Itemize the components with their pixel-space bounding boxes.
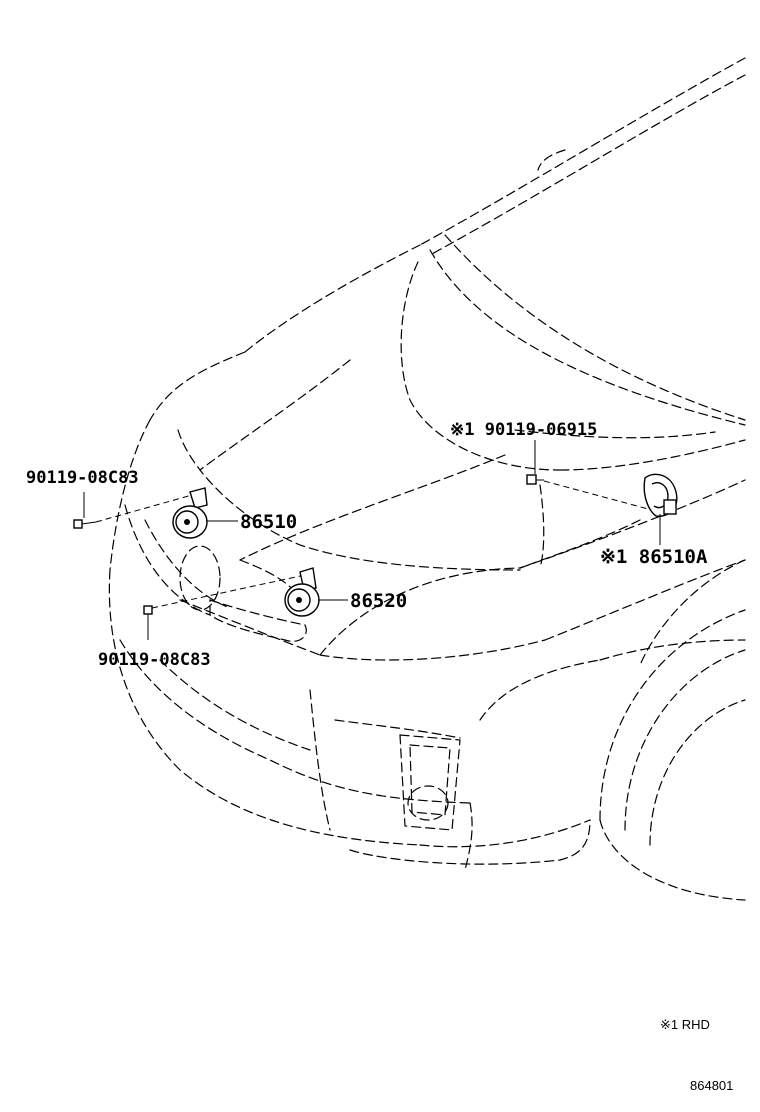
horn-high-tone	[172, 487, 238, 539]
bolt-rhd	[526, 440, 653, 511]
callouts: 90119-08C83 86510 86520 90119-08C83 ※1 9…	[26, 420, 708, 670]
label-bolt-rhd: ※1 90119-06915	[450, 420, 597, 440]
horn-low-tone	[284, 567, 348, 617]
label-horn-low: 86520	[350, 590, 407, 612]
bolt-left-lower	[143, 574, 306, 640]
car-body-outline	[108, 57, 746, 901]
label-horn-rhd: ※1 86510A	[600, 546, 708, 568]
label-bolt-left-lower: 90119-08C83	[98, 650, 211, 670]
label-horn-high: 86510	[240, 511, 297, 533]
legend-note: ※1 RHD	[660, 1017, 710, 1032]
bolt-left-upper	[73, 492, 193, 529]
figure-code: 864801	[690, 1078, 733, 1093]
horn-rhd	[643, 473, 678, 545]
label-bolt-left-upper: 90119-08C83	[26, 468, 139, 488]
